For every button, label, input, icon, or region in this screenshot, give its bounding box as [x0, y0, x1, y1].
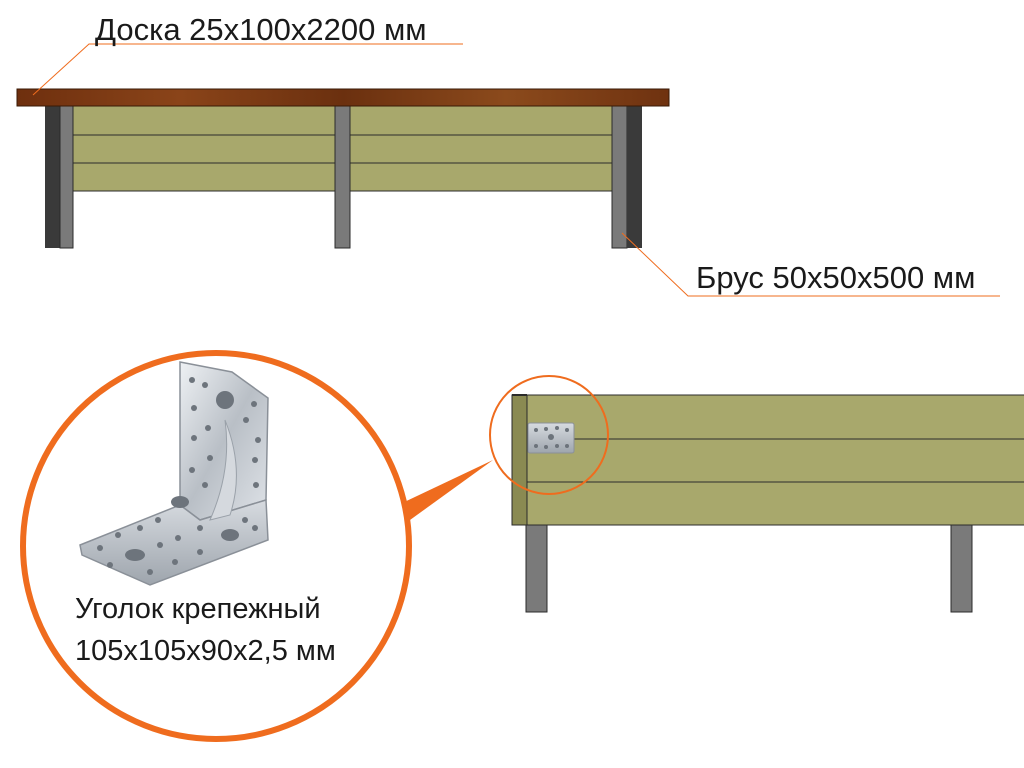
- metal-corner-bracket-icon: [79, 361, 269, 586]
- plank-4: [349, 105, 613, 136]
- board-leader-line: [32, 43, 463, 96]
- post-middle: [334, 105, 351, 249]
- front-elevation: [16, 88, 670, 249]
- small-bracket-icon: [527, 422, 575, 454]
- side-plank-3: [526, 481, 1024, 526]
- side-plank-2: [526, 438, 1024, 483]
- post-left-outer: [45, 106, 60, 248]
- board-label: Доска 25х100х2200 мм: [95, 12, 427, 47]
- plank-1: [72, 105, 336, 136]
- post-left-inner: [59, 105, 74, 249]
- plank-5: [349, 134, 613, 164]
- post-right-outer: [627, 106, 642, 248]
- side-section: [489, 375, 1024, 613]
- seat-board: [16, 88, 670, 107]
- callout-pointer: [398, 460, 493, 520]
- side-leg-right: [950, 524, 973, 613]
- plank-3: [72, 162, 336, 192]
- bracket-label-line1: Уголок крепежный: [75, 593, 321, 625]
- bracket-callout: Уголок крепежный 105х105х90х2,5 мм: [20, 350, 412, 742]
- side-post-end: [511, 394, 528, 526]
- bracket-label-line2: 105х105х90х2,5 мм: [75, 635, 336, 667]
- side-plank-1: [526, 394, 1024, 440]
- detail-highlight-circle: [489, 375, 609, 495]
- beam-label: Брус 50х50х500 мм: [696, 260, 975, 295]
- plank-6: [349, 162, 613, 192]
- side-leg-left: [525, 524, 548, 613]
- beam-leader-line: [621, 232, 1000, 297]
- plank-2: [72, 134, 336, 164]
- post-right-inner: [611, 105, 628, 249]
